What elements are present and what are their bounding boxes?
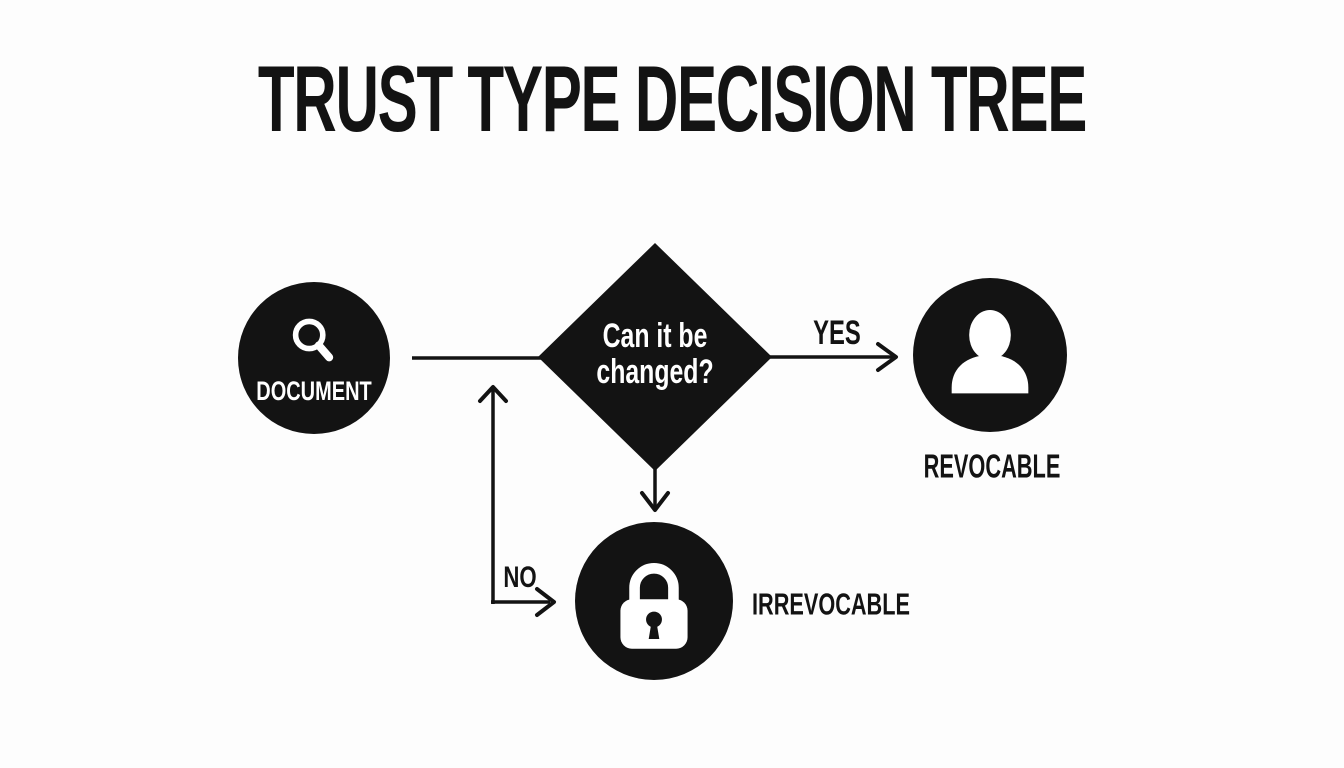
yes-edge-label: YES [813,314,861,352]
arrowhead-right-yes-icon [876,342,898,372]
irrevocable-label: IRREVOCABLE [752,586,910,622]
lock-icon [620,563,688,649]
document-label: DOCUMENT [256,376,372,406]
arrowhead-right-no-icon [535,587,556,617]
node-irrevocable [575,522,733,680]
decision-question: Can it be changed? [596,318,713,390]
decision-question-line-1: Can it be [602,317,708,355]
arrowhead-down-icon [640,491,670,512]
no-edge-label: NO [503,561,537,594]
page-title: TRUST TYPE DECISION TREE [257,46,1088,151]
node-document: DOCUMENT [238,282,390,434]
decision-question-line-2: changed? [596,353,714,391]
arrowhead-up-icon [478,385,508,403]
revocable-label: REVOCABLE [923,447,1061,485]
node-revocable [913,278,1067,432]
person-icon [951,310,1029,394]
magnifier-icon [292,318,334,362]
decision-diamond [538,243,772,471]
